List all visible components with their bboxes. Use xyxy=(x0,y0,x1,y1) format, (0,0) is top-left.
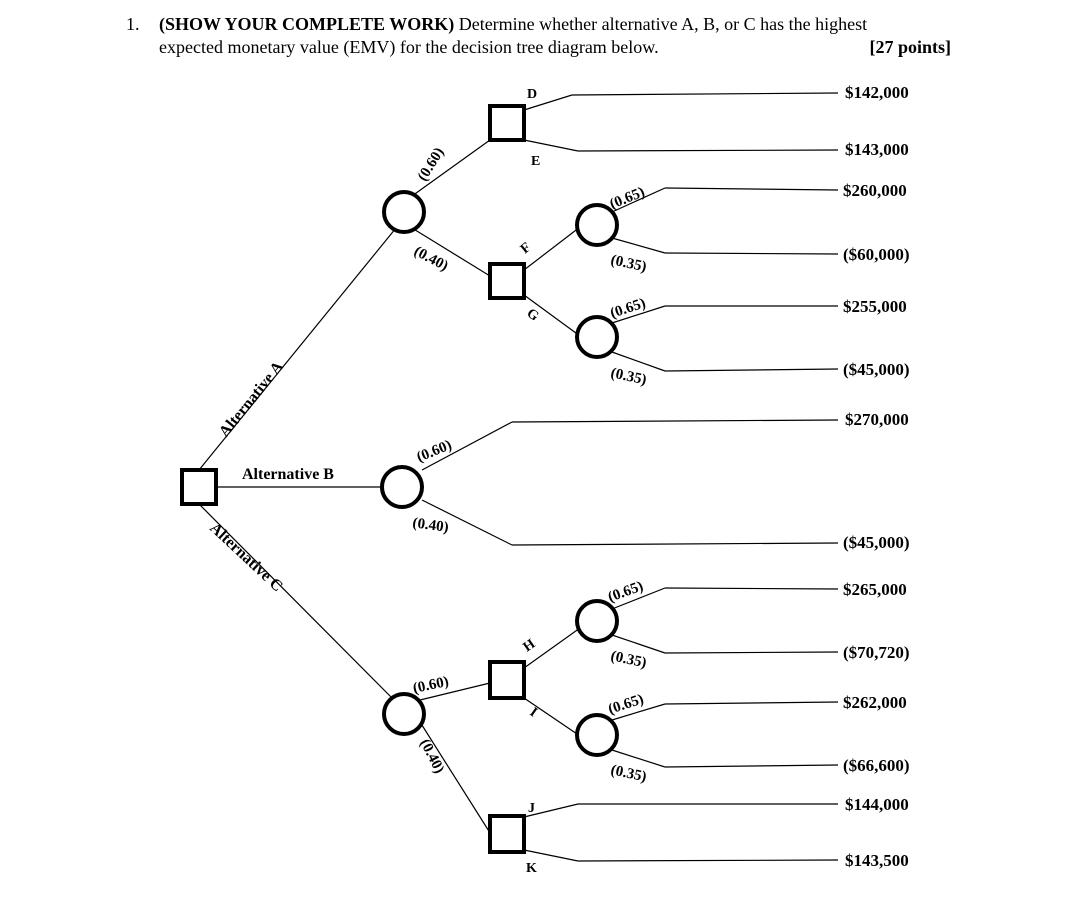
decision-node-hi xyxy=(488,660,526,700)
payoff-line-i-down xyxy=(664,764,839,768)
prob-i-up: (0.65) xyxy=(606,691,645,717)
branch-label-h: H xyxy=(521,637,539,656)
branch-line-g xyxy=(523,294,581,337)
prob-c-up: (0.60) xyxy=(412,674,451,697)
payoff-line-d xyxy=(571,92,839,96)
branch-line-j xyxy=(523,803,579,818)
chance-node-b xyxy=(380,465,424,509)
branch-line-f xyxy=(523,226,581,271)
branch-line-c-down xyxy=(419,721,493,837)
payoff-i-down: ($66,600) xyxy=(843,756,910,775)
branch-line-alt-a xyxy=(198,227,397,471)
payoff-line-i-up xyxy=(664,701,839,705)
chance-node-g xyxy=(575,315,619,359)
decision-node-de xyxy=(488,104,526,142)
branch-line-f-up xyxy=(611,187,666,213)
question-line-1: (SHOW YOUR COMPLETE WORK) Determine whet… xyxy=(159,14,867,35)
payoff-line-f-down xyxy=(664,252,839,255)
branch-line-g-up xyxy=(611,305,666,324)
prob-c-down: (0.40) xyxy=(416,737,447,777)
branch-line-f-down xyxy=(611,237,666,254)
payoff-f-down: ($60,000) xyxy=(843,245,910,264)
branch-line-h-down xyxy=(611,634,666,654)
payoff-line-g-down xyxy=(664,368,839,372)
branch-line-i-up xyxy=(611,703,666,721)
question-points: [27 points] xyxy=(869,37,951,57)
branch-line-g-down xyxy=(611,351,666,372)
branch-label-e: E xyxy=(531,154,540,169)
prob-f-down: (0.35) xyxy=(609,252,648,275)
chance-node-c xyxy=(382,692,426,736)
prob-i-down: (0.35) xyxy=(609,762,648,785)
decision-node-root xyxy=(180,468,218,506)
payoff-f-up: $260,000 xyxy=(843,181,907,200)
prob-a-up: (0.60) xyxy=(415,145,448,184)
prob-b-up: (0.60) xyxy=(415,437,455,465)
chance-node-f xyxy=(575,203,619,247)
chance-node-h xyxy=(575,599,619,643)
payoff-line-b-down xyxy=(511,542,839,546)
branch-label-k: K xyxy=(526,861,537,876)
chance-node-a xyxy=(382,190,426,234)
payoff-h-down: ($70,720) xyxy=(843,643,910,662)
payoff-b-up: $270,000 xyxy=(845,410,909,429)
branch-line-a-down xyxy=(411,227,491,277)
payoff-line-e xyxy=(577,149,839,152)
branch-line-a-up xyxy=(411,139,491,197)
payoff-k: $143,500 xyxy=(845,851,909,870)
decision-node-jk xyxy=(488,814,526,854)
branch-line-k xyxy=(523,849,579,862)
prob-b-down: (0.40) xyxy=(411,515,449,536)
branch-line-h-up xyxy=(611,587,666,610)
payoff-line-k xyxy=(577,859,839,862)
alternative-b-label: Alternative B xyxy=(242,466,334,483)
payoff-line-f-up xyxy=(664,187,839,191)
payoff-h-up: $265,000 xyxy=(843,580,907,599)
prob-f-up: (0.65) xyxy=(608,184,648,212)
prob-g-down: (0.35) xyxy=(609,365,648,388)
branch-line-b-up xyxy=(421,421,513,471)
branch-line-alt-c xyxy=(198,503,397,703)
payoff-j: $144,000 xyxy=(845,795,909,814)
question-emphasis: (SHOW YOUR COMPLETE WORK) xyxy=(159,14,455,34)
decision-node-fg xyxy=(488,262,526,300)
question-text-1: Determine whether alternative A, B, or C… xyxy=(454,14,868,34)
branch-line-d xyxy=(523,94,573,111)
branch-line-b-down xyxy=(421,499,513,546)
branch-label-d: D xyxy=(527,87,537,102)
branch-line-i xyxy=(523,697,581,737)
payoff-i-up: $262,000 xyxy=(843,693,907,712)
prob-h-up: (0.65) xyxy=(606,578,646,605)
payoff-g-up: $255,000 xyxy=(843,297,907,316)
chance-node-i xyxy=(575,713,619,757)
payoff-e: $143,000 xyxy=(845,140,909,159)
branch-label-g: G xyxy=(524,306,542,325)
question-number: 1. xyxy=(126,14,140,34)
prob-h-down: (0.35) xyxy=(609,648,648,671)
branch-label-i: I xyxy=(527,705,540,720)
branch-line-c-up xyxy=(419,682,491,701)
tree-lines xyxy=(198,92,839,862)
payoff-b-down: ($45,000) xyxy=(843,533,910,552)
branch-line-e xyxy=(523,139,579,152)
payoff-line-b-up xyxy=(511,419,839,423)
branch-label-j: J xyxy=(528,801,535,816)
branch-line-i-down xyxy=(611,749,666,768)
branch-line-h xyxy=(523,627,581,669)
payoff-line-h-down xyxy=(664,651,839,654)
alternative-a-label: Alternative A xyxy=(216,358,287,441)
question-text-2: expected monetary value (EMV) for the de… xyxy=(159,37,659,57)
payoff-g-down: ($45,000) xyxy=(843,360,910,379)
payoff-line-h-up xyxy=(664,587,839,590)
payoff-d: $142,000 xyxy=(845,83,909,102)
branch-label-f: F xyxy=(518,240,534,257)
alternative-c-label: Alternative C xyxy=(206,519,286,595)
